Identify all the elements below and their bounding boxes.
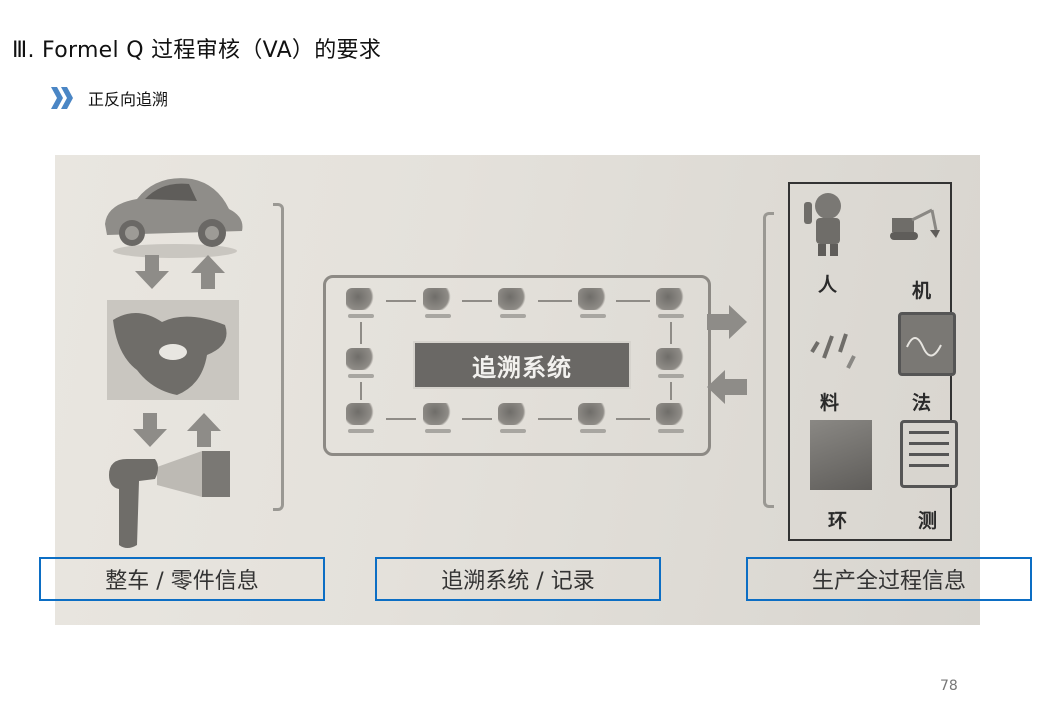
arrow-down-icon	[133, 413, 167, 447]
factor-label-method: 法	[912, 392, 932, 414]
flow-node-icon	[421, 403, 455, 433]
factor-label-man: 人	[818, 274, 838, 296]
flow-connector	[386, 418, 416, 420]
flow-connector	[462, 418, 492, 420]
flow-node-icon	[344, 288, 378, 318]
flow-node-icon	[344, 348, 378, 378]
barcode-scanner-icon	[107, 445, 237, 559]
traceability-system-box: 追溯系统	[413, 341, 631, 389]
left-brace	[273, 203, 284, 511]
flow-node-icon	[344, 403, 378, 433]
flow-connector	[670, 322, 672, 344]
arrow-up-icon	[187, 413, 221, 447]
excavator-icon	[890, 208, 940, 240]
slide-title: Ⅲ. Formel Q 过程审核（VA）的要求	[12, 38, 382, 63]
worker-icon	[804, 193, 841, 256]
caption-vehicle-part-info: 整车 / 零件信息	[39, 557, 325, 601]
page-number: 78	[940, 678, 958, 694]
traceability-diagram-photo: 追溯系统 人 机 料 法 环 测	[55, 155, 980, 625]
flow-connector	[616, 300, 650, 302]
car-icon	[97, 169, 247, 263]
traceability-flow-box	[323, 275, 711, 456]
subtitle: 正反向追溯	[88, 90, 169, 109]
factor-label-measurement: 测	[918, 510, 938, 532]
flow-node-icon	[421, 288, 455, 318]
flow-connector	[616, 418, 650, 420]
flow-node-icon	[496, 288, 530, 318]
part-icon	[107, 300, 239, 400]
flow-connector	[670, 382, 672, 400]
flow-connector	[538, 300, 572, 302]
flow-connector	[360, 382, 362, 400]
arrow-up-icon	[191, 255, 225, 289]
flow-connector	[386, 300, 416, 302]
factor-label-machine: 机	[912, 280, 932, 302]
environment-photo-icon	[810, 420, 872, 490]
flow-connector	[360, 322, 362, 344]
arrow-right-icon	[707, 305, 747, 339]
arrow-down-icon	[135, 255, 169, 289]
flow-node-icon	[576, 288, 610, 318]
flow-node-icon	[496, 403, 530, 433]
production-factors-panel: 人 机 料 法 环 测	[788, 182, 958, 541]
caption-traceability-record: 追溯系统 / 记录	[375, 557, 661, 601]
flow-node-icon	[654, 403, 688, 433]
method-monitor-icon	[898, 312, 956, 376]
factor-label-environment: 环	[828, 510, 848, 532]
flow-connector	[462, 300, 492, 302]
right-brace	[763, 212, 774, 508]
flow-node-icon	[576, 403, 610, 433]
measurement-checklist-icon	[900, 420, 958, 488]
double-chevron-right-icon	[50, 86, 74, 110]
subtitle-row: 正反向追溯	[50, 86, 168, 110]
material-icon	[810, 333, 856, 369]
flow-node-icon	[654, 348, 688, 378]
flow-node-icon	[654, 288, 688, 318]
flow-connector	[538, 418, 572, 420]
factor-label-material: 料	[820, 392, 840, 414]
arrow-left-icon	[707, 370, 747, 404]
caption-production-process-info: 生产全过程信息	[746, 557, 1032, 601]
